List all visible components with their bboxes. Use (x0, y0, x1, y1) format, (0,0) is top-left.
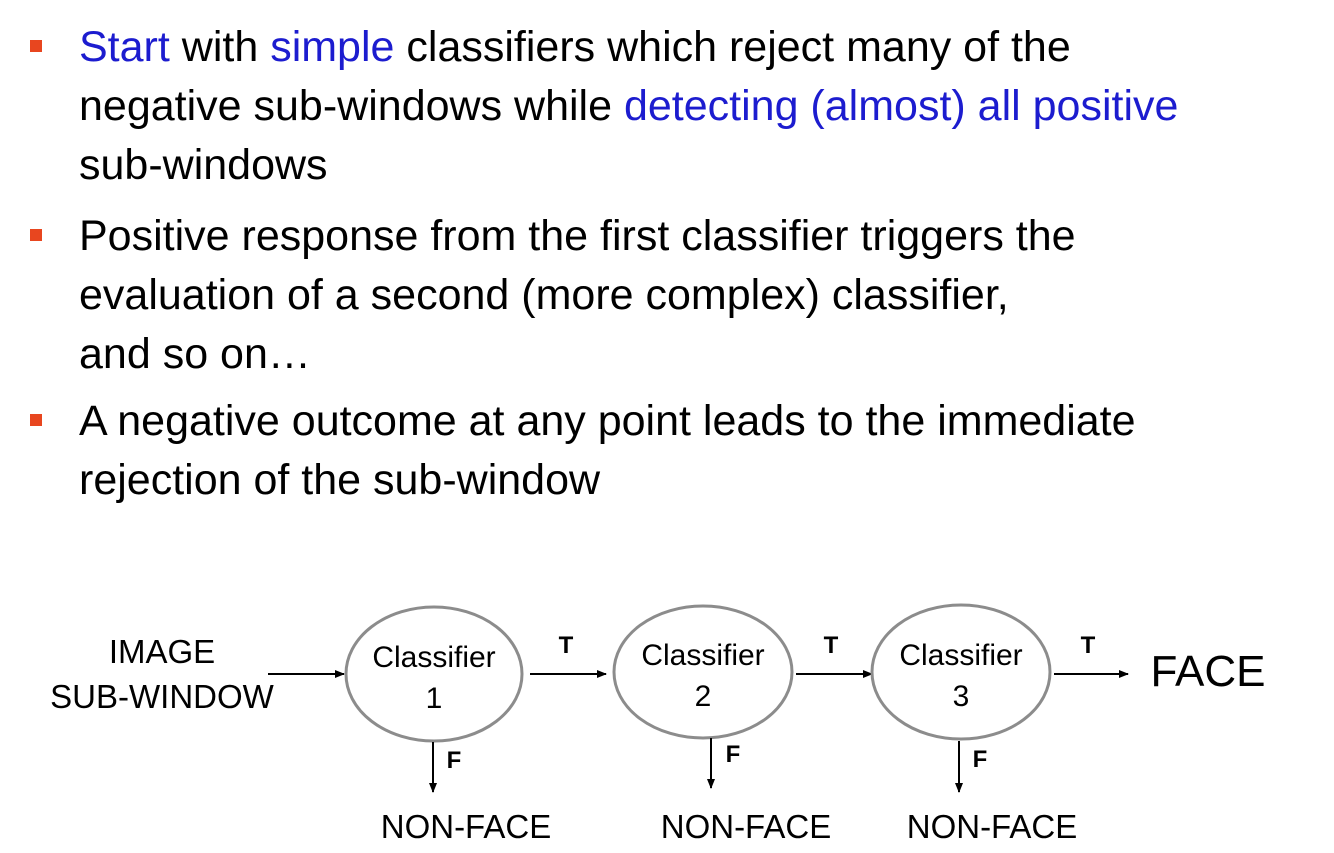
false-label-3: F (973, 746, 988, 773)
false-label-1: F (447, 747, 462, 774)
true-label-2: T (824, 632, 839, 659)
false-label-2: F (726, 741, 741, 768)
classifier-node-3-ellipse (870, 603, 1052, 741)
bullet-marker-icon (30, 229, 42, 241)
text-segment: and so on… (79, 330, 311, 378)
input-label-line2: SUB-WINDOW (50, 678, 274, 715)
bullet-1-line-2: negative sub-windows while detecting (al… (79, 77, 1331, 136)
text-segment: classifiers which reject many of the (394, 23, 1071, 71)
bullet-1-line-3: sub-windows (79, 136, 1331, 195)
classifier-node-1-ellipse (344, 605, 524, 743)
text-segment: Positive response from the first classif… (79, 212, 1076, 260)
bullet-text-3: A negative outcome at any point leads to… (79, 392, 1331, 510)
bullet-text-1: Start with simple classifiers which reje… (79, 18, 1331, 195)
classifier-node-1-number: 1 (426, 682, 443, 715)
text-segment: A negative outcome at any point leads to… (79, 397, 1136, 445)
classifier-node-3-number: 3 (953, 680, 970, 713)
bullet-1-line-1: Start with simple classifiers which reje… (79, 18, 1331, 77)
text-segment: rejection of the sub-window (79, 456, 601, 504)
highlighted-phrase: simple (270, 23, 395, 71)
true-label-1: T (559, 632, 574, 659)
output-label-face: FACE (1151, 647, 1266, 696)
bullet-2-line-1: Positive response from the first classif… (79, 207, 1331, 266)
classifier-node-2-label: Classifier (641, 639, 764, 672)
text-segment: sub-windows (79, 141, 328, 189)
highlighted-phrase: detecting (almost) all positive (623, 82, 1179, 130)
text-segment: with (169, 23, 271, 71)
classifier-node-2: Classifier 2 (612, 604, 794, 740)
classifier-node-2-number: 2 (695, 680, 712, 713)
input-label-line1: IMAGE (109, 633, 215, 670)
reject-label-3: NON-FACE (907, 808, 1078, 845)
classifier-node-3: Classifier 3 (870, 603, 1052, 741)
true-label-3: T (1081, 632, 1096, 659)
reject-label-2: NON-FACE (661, 808, 832, 845)
highlighted-phrase: Start (79, 23, 170, 71)
classifier-node-1-label: Classifier (372, 641, 495, 674)
reject-label-1: NON-FACE (381, 808, 552, 845)
bullet-3-line-2: rejection of the sub-window (79, 451, 1331, 510)
cascade-diagram: IMAGE SUB-WINDOW Classifier 1 T F NON-FA… (50, 603, 1266, 845)
bullet-2-line-3: and so on… (79, 325, 1331, 384)
classifier-node-3-label: Classifier (899, 639, 1022, 672)
bullet-marker-icon (30, 40, 42, 52)
bullet-2-line-2: evaluation of a second (more complex) cl… (79, 266, 1331, 325)
classifier-node-1: Classifier 1 (344, 605, 524, 743)
text-segment: evaluation of a second (more complex) cl… (79, 271, 1009, 319)
bullet-text-2: Positive response from the first classif… (79, 207, 1331, 384)
bullet-3-line-1: A negative outcome at any point leads to… (79, 392, 1331, 451)
text-segment: negative sub-windows while (79, 82, 624, 130)
bullet-marker-icon (30, 414, 42, 426)
classifier-node-2-ellipse (612, 604, 794, 740)
